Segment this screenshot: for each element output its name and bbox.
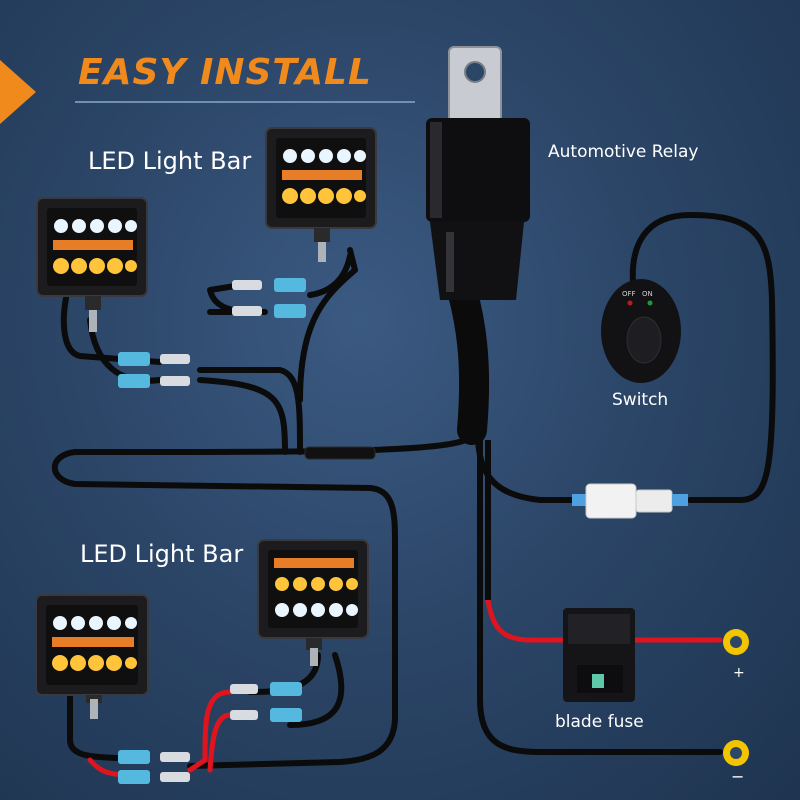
led-row-cool [283, 149, 366, 163]
ground-wire [477, 437, 723, 755]
automotive-relay-label: Automotive Relay [548, 142, 699, 162]
led-row-amber [53, 240, 133, 250]
relay-socket-shine [446, 232, 454, 292]
led-row-amber [52, 637, 134, 647]
led-row-warm [282, 188, 366, 204]
led-bottom-red-wire [187, 689, 233, 773]
positive-red-wire [485, 597, 583, 643]
red-wires [87, 597, 723, 778]
negative-terminal-label: − [731, 767, 745, 786]
led-row-amber [282, 170, 362, 180]
top-branch-wire [197, 367, 303, 455]
led3-lead [67, 687, 121, 761]
top-branch-wire-2 [197, 377, 288, 455]
fuse-tab [592, 674, 604, 688]
positive-terminal-label: + [733, 665, 745, 681]
led-bolt [310, 648, 318, 666]
switch-off-led [627, 300, 633, 306]
switch-on-marking: ON [642, 290, 653, 298]
relay-body [426, 118, 530, 222]
led-light-bar-1 [36, 197, 148, 332]
led-bolt [90, 699, 98, 719]
led-bolt [89, 310, 97, 332]
headline: EASY INSTALL [78, 52, 372, 93]
spade-connector-pair-top [232, 278, 306, 318]
switch-wire [475, 437, 575, 503]
led-light-bar-3 [35, 594, 149, 719]
led-row-amber [274, 558, 354, 568]
fuse-holder-cap [568, 614, 630, 644]
relay-main-cable [447, 275, 490, 445]
relay-body-highlight [430, 122, 442, 218]
led4-lead-b [287, 652, 345, 728]
ring-terminal-positive [723, 629, 749, 655]
led1-lead-b [87, 317, 163, 384]
led2-branch-wire [297, 247, 358, 403]
headline-underline [75, 101, 415, 103]
switch-plug-connector [572, 483, 688, 519]
led-bottom-red-wire-2 [207, 712, 233, 773]
led-row-cool [53, 616, 137, 630]
led-light-bar-4 [257, 539, 369, 666]
connectors [118, 278, 688, 784]
relay-mount-hole [464, 61, 486, 83]
spade-connector-pair-bottom-right [230, 682, 302, 722]
corner-arrow-decoration [0, 60, 36, 124]
led-light-bar-label-bottom: LED Light Bar [80, 540, 244, 568]
led-row-warm [52, 655, 137, 671]
blade-fuse-label: blade fuse [555, 712, 644, 732]
automotive-relay [426, 46, 530, 300]
ring-terminal-negative [723, 740, 749, 766]
spade-connector-pair-bottom-left [118, 750, 190, 784]
led-row-cool [275, 603, 358, 617]
led2-lead-b [307, 253, 353, 298]
switch-loop-wire [629, 212, 776, 503]
switch-off-marking: OFF [622, 290, 636, 298]
led-bracket [306, 638, 322, 650]
spade-connector-pair-left [118, 352, 190, 388]
led1-lead-a [60, 295, 163, 365]
relay-mount-tab [448, 46, 502, 126]
switch-rocker [626, 316, 662, 364]
switch-on-led [647, 300, 653, 306]
harness-sleeve [304, 446, 376, 460]
led-bracket [85, 296, 101, 310]
led-light-bar-label-top: LED Light Bar [88, 147, 252, 175]
led-row-warm [275, 577, 358, 591]
switch-label: Switch [612, 390, 669, 410]
led-row-cool [54, 219, 137, 233]
led-bracket [314, 228, 330, 242]
rocker-switch: OFF ON [601, 279, 681, 383]
blade-fuse-holder [563, 608, 635, 702]
led-row-warm [53, 258, 137, 274]
led-light-bar-2 [265, 127, 377, 262]
led-bolt [318, 242, 326, 262]
relay-socket [430, 222, 524, 300]
